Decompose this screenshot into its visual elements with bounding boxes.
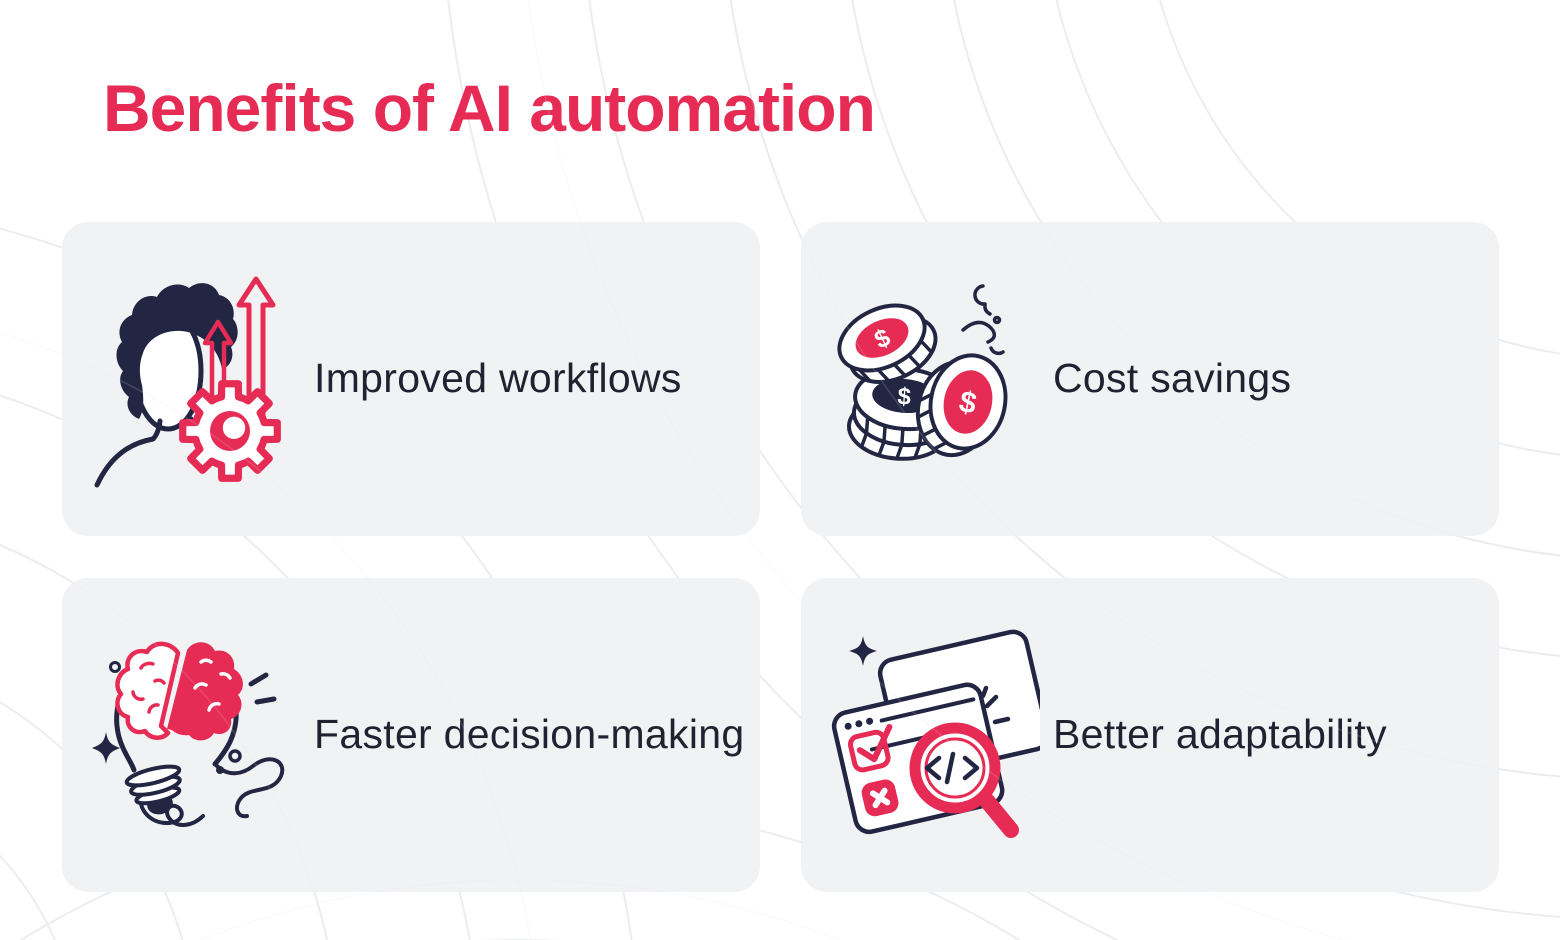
benefits-grid: Improved workflows	[62, 222, 1499, 892]
browser-code-magnifier-icon	[831, 629, 1040, 838]
benefit-card-better-adaptability: Better adaptability	[801, 578, 1499, 892]
benefit-label: Improved workflows	[314, 355, 682, 402]
benefit-label: Faster decision-making	[314, 711, 745, 758]
benefit-card-cost-savings: $ $	[801, 222, 1499, 536]
svg-text:$: $	[896, 383, 912, 411]
brain-lightbulb-icon	[92, 641, 285, 827]
benefit-card-improved-workflows: Improved workflows	[62, 222, 760, 536]
coins-icon: $ $	[836, 283, 1007, 461]
page-title: Benefits of AI automation	[103, 71, 876, 145]
benefit-label: Better adaptability	[1053, 711, 1387, 758]
benefit-card-faster-decision-making: Faster decision-making	[62, 578, 760, 892]
benefit-label: Cost savings	[1053, 355, 1292, 402]
person-growth-arrows-gear-icon	[94, 276, 281, 488]
